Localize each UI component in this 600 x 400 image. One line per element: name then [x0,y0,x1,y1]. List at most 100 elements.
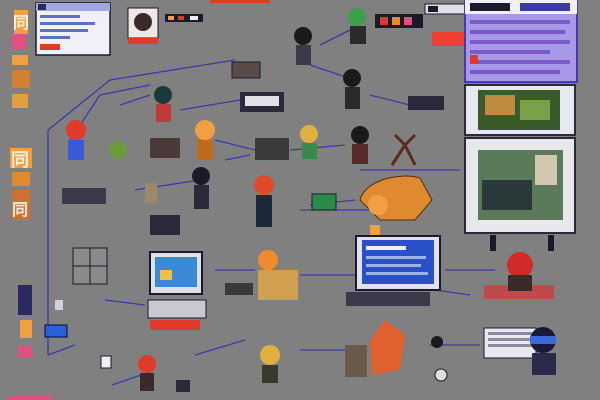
character-red-hair-right [507,252,533,291]
banner-strip [128,38,158,44]
top-right-blocks [375,3,468,46]
rail-glyph: 同 [13,13,29,32]
window-icon [38,4,46,10]
character-goggles [530,327,556,375]
keyboard-row [488,338,532,341]
banner-strip [210,0,270,3]
rail-block [12,94,28,108]
rail-block [10,148,32,168]
pixel-computer-icon [408,96,444,110]
pixel-computer-icon [346,292,430,306]
character-blonde [300,125,318,159]
character-blonde-bottom [260,345,280,383]
window-line [470,70,560,74]
screen-art [366,256,426,259]
rail-glyph: 同 [11,150,29,171]
keyboard-row [488,344,532,347]
pixel-character-icon [368,195,388,215]
screen-art [366,246,406,250]
rail-block [12,172,30,186]
pixel-keyboard-icon [484,285,554,299]
banner-pixel [470,55,478,63]
window-line [470,20,570,24]
character-orange-hair [195,120,215,160]
character-dark-center [351,126,369,164]
pixel-character-icon [359,175,433,221]
screen-art [366,264,421,267]
bottom-right-keyboard [483,285,554,359]
character-red-hair-center [254,175,274,227]
character-small-bottom-right [431,336,448,382]
character-dark-hair-top [294,27,312,65]
orange-creature [359,175,433,221]
banner-pixel [392,17,400,25]
window-line [520,3,570,11]
right-panel-window [464,0,578,83]
rail-block [14,10,28,34]
window-line [470,40,570,44]
rail-block [12,70,30,88]
top-center-banner [127,0,270,44]
character-teal-hair [154,86,172,122]
monitor-stand [490,235,496,251]
window-line [40,22,95,25]
banner-pixel [370,225,380,235]
rail-block [12,190,30,220]
screen-art [535,155,557,185]
window-line [470,30,565,34]
small-devices [62,61,444,392]
pixel-computer-icon [55,300,63,310]
window-line [40,36,70,39]
pixel-computer-icon [147,299,207,319]
banner-strip [432,32,464,46]
left-rail: 同 同 同 [8,10,68,400]
rail-block [18,285,32,315]
pixel-computer-icon [150,215,180,235]
monitor-stand [548,235,554,251]
keyboard-row [488,332,532,335]
pixel-monitor-icon [311,193,337,211]
character-red-hood [345,320,405,377]
banner-pixel [168,16,174,20]
screen-art [366,272,428,275]
pixel-character-icon [134,13,152,31]
pixel-computer-icon [225,283,253,295]
rail-block [20,320,32,338]
character-orange-hair-desk [258,250,298,300]
screen-art [520,100,550,120]
character-black-middle [192,167,210,209]
pixel-computer-icon [150,138,180,158]
right-panel-monitor [464,84,576,251]
monitor-screen [245,96,279,106]
banner-pixel [178,16,184,20]
window-line [470,3,510,11]
character-green-goblin [109,141,127,159]
top-left-window [35,2,111,56]
rail-block [8,395,52,400]
character-black-hair [343,69,361,109]
rail-block [12,55,28,65]
pixel-computer-icon [231,61,261,79]
character-green-hair [348,8,366,44]
character-red-hair-bottom [138,355,156,391]
characters [66,8,556,391]
window-titlebar [36,3,110,11]
pixel-computer-icon [145,183,157,203]
character-red-hair-left [66,120,86,160]
banner-pixel [190,16,198,20]
left-monitors [72,247,207,330]
window-line [470,50,550,54]
screen-art [160,270,172,280]
pixel-computer-icon [100,355,112,369]
pixel-computer-icon [62,188,106,204]
rail-glyph: 同 [12,200,28,219]
rail-block [18,345,32,357]
screen-art [485,95,515,115]
center-monitor [346,225,441,306]
screen-art [482,180,532,210]
pixel-window-icon [44,324,68,338]
pixel-computer-icon [255,138,289,160]
pixel-keyboard-icon [150,320,200,330]
pixel-computer-icon [176,380,190,392]
